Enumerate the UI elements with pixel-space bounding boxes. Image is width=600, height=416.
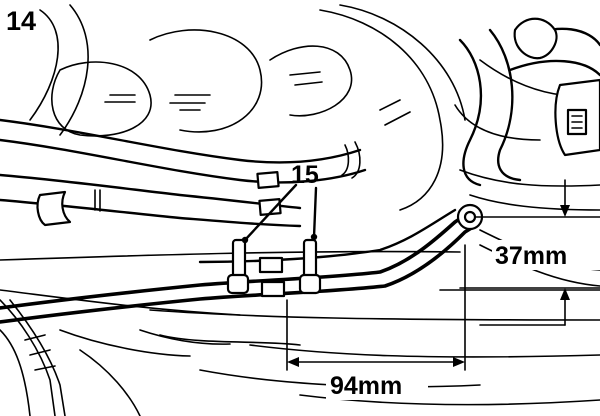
clip-callout: 15 (291, 161, 319, 189)
pipe-clips (226, 183, 322, 298)
background-linework (0, 4, 600, 416)
vertical-dimension-label: 37mm (495, 242, 567, 270)
step-number: 14 (6, 6, 36, 36)
horizontal-dimension-label: 94mm (330, 372, 402, 400)
dimension-lines (286, 179, 600, 371)
